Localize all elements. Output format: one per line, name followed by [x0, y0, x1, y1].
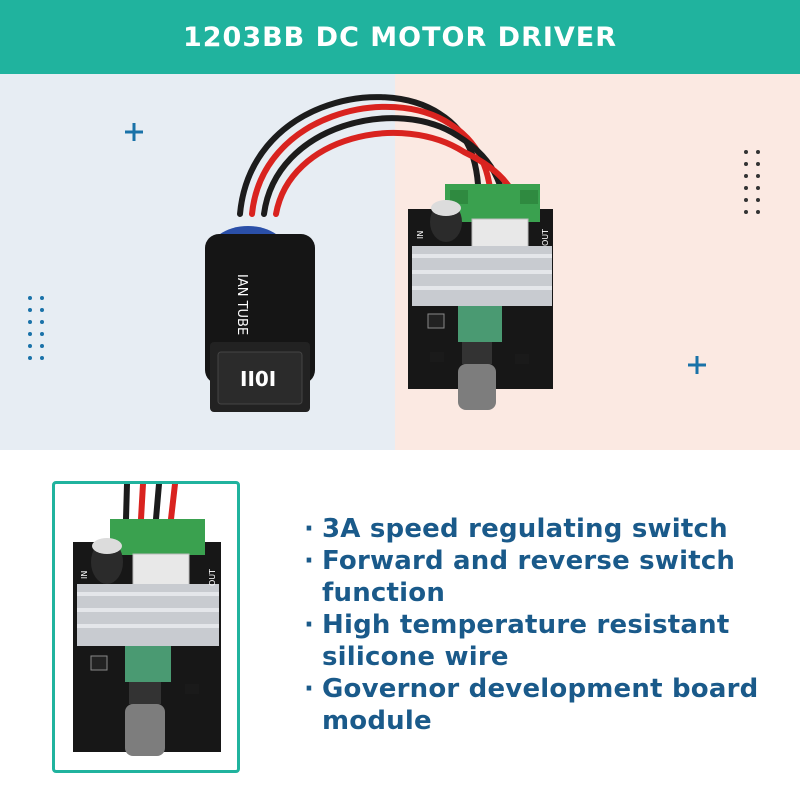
thumb-in-label: IN	[80, 571, 89, 579]
bullet-dot: ·	[304, 610, 315, 640]
driver-board: IN OUT	[408, 184, 553, 410]
feature-text: Governor development board module	[322, 674, 759, 736]
board-in-label: IN	[416, 231, 425, 239]
feature-text: 3A speed regulating switch	[322, 514, 728, 544]
board-thumbnail-illustration: IN OUT	[73, 484, 221, 756]
dot-grid-icon	[28, 296, 44, 360]
banner-title: 1203BB DC MOTOR DRIVER	[182, 21, 618, 53]
feature-item: · Forward and reverse switch function	[300, 545, 780, 609]
feature-text: Forward and reverse switch function	[322, 546, 736, 608]
thumb-out-label: OUT	[208, 569, 217, 586]
rocker-label: II0I	[240, 367, 276, 391]
hero-image: IAN TUBE II0I IN OUT	[0, 74, 800, 450]
plus-icon	[688, 356, 706, 374]
bullet-dot: ·	[304, 514, 315, 544]
feature-list: · 3A speed regulating switch · Forward a…	[300, 513, 780, 737]
feature-text: High temperature resistant silicone wire	[322, 610, 730, 672]
bullet-dot: ·	[304, 546, 315, 576]
board-thumbnail: IN OUT	[52, 481, 240, 773]
feature-item: · High temperature resistant silicone wi…	[300, 609, 780, 673]
product-illustration: IAN TUBE II0I IN OUT	[28, 94, 760, 412]
hero-left-panel	[0, 74, 395, 450]
bullet-dot: ·	[304, 674, 315, 704]
title-banner: 1203BB DC MOTOR DRIVER	[0, 0, 800, 74]
feature-item: · Governor development board module	[300, 673, 780, 737]
switch-brand-label: IAN TUBE	[234, 274, 249, 335]
plus-icon	[125, 123, 143, 141]
dot-grid-icon	[744, 150, 760, 214]
rocker-switch: IAN TUBE II0I	[205, 226, 315, 412]
board-out-label: OUT	[541, 229, 550, 246]
feature-item: · 3A speed regulating switch	[300, 513, 780, 545]
